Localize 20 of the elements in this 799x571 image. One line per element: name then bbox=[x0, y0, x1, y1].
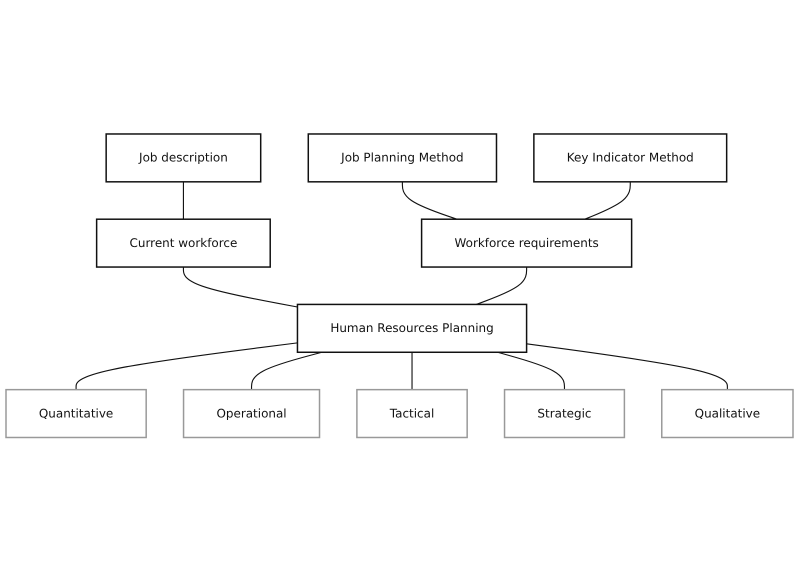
node-box: Job Planning Method bbox=[308, 133, 498, 182]
connector bbox=[411, 352, 413, 390]
node-box: Key Indicator Method bbox=[533, 133, 728, 182]
connector bbox=[182, 266, 298, 308]
node-box: Workforce requirements bbox=[420, 218, 632, 268]
node-box: Qualitative bbox=[661, 388, 794, 438]
connector bbox=[250, 352, 322, 390]
connector bbox=[584, 182, 631, 220]
connector bbox=[497, 352, 566, 390]
connector bbox=[526, 343, 728, 390]
node-box: Current workforce bbox=[96, 218, 271, 268]
node-box: Human Resources Planning bbox=[296, 303, 528, 353]
node-box: Operational bbox=[182, 388, 320, 438]
node-box: Job description bbox=[105, 133, 262, 182]
connector bbox=[182, 182, 184, 219]
node-box: Quantitative bbox=[5, 388, 147, 438]
connector bbox=[476, 266, 528, 305]
node-box: Strategic bbox=[504, 388, 626, 438]
node-box: Tactical bbox=[356, 388, 468, 438]
connector bbox=[76, 342, 298, 390]
